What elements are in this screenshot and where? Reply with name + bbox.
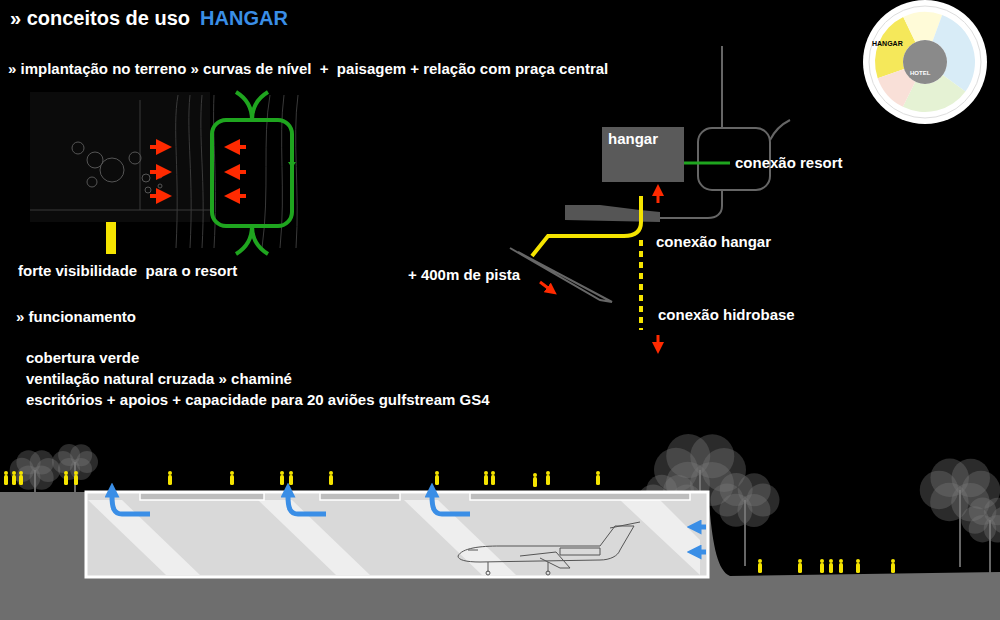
connection-label: conexão hangar [656,233,771,250]
feature-item: cobertura verde [26,349,139,366]
person-body [289,475,293,485]
person-head [820,559,824,563]
tree-crown [30,450,54,474]
tree-crown [70,444,92,466]
person-head [4,471,8,475]
person-head [64,471,68,475]
person-head [491,471,495,475]
site-plan [30,92,298,254]
person-head [435,471,439,475]
building-box: hangar [602,127,684,182]
person-head [289,471,293,475]
sector-label: HOTEL [910,70,930,77]
title-highlight: HANGAR [200,7,288,30]
person-body [829,563,833,573]
person-head [546,471,550,475]
person-body [12,475,16,485]
person-body [64,475,68,485]
program-circle [863,0,987,124]
circle-ground [863,0,987,124]
person-body [4,475,8,485]
tree-crown [738,473,771,506]
access-scheme [510,46,790,348]
person-body [329,475,333,485]
person-body [435,475,439,485]
tree-crown [690,434,734,478]
title: » conceitos de uso [10,7,190,30]
person-head [856,559,860,563]
person-head [798,559,802,563]
node-text: hangar [602,127,684,150]
person-head [168,471,172,475]
person-head [533,473,537,477]
person-body [491,475,495,485]
person-head [596,471,600,475]
person-body [856,563,860,573]
person-head [280,471,284,475]
person-body [820,563,824,573]
tree-crown [984,498,1000,526]
person-head [839,559,843,563]
person-body [839,563,843,573]
runway-label: + 400m de pista [408,266,520,283]
person-body [798,563,802,573]
connection-label: conexão resort [735,154,843,171]
annotation: forte visibilidade para o resort [18,262,237,279]
connection-label: conexão hidrobase [658,306,795,323]
hotel-core [903,40,947,84]
feature-item: ventilação natural cruzada » chaminé [26,370,292,387]
person-body [596,475,600,485]
person-body [758,563,762,573]
person-head [329,471,333,475]
circle-ring [869,6,981,118]
person-body [19,475,23,485]
sector-label: HANGAR [872,40,903,48]
building-section [0,434,1000,620]
person-head [758,559,762,563]
person-body [546,475,550,485]
person-head [230,471,234,475]
tree-crown [952,459,991,498]
person-body [280,475,284,485]
section-heading: » funcionamento [16,308,136,325]
person-body [74,475,78,485]
person-body [533,477,537,487]
person-body [168,475,172,485]
person-body [230,475,234,485]
person-head [19,471,23,475]
person-head [829,559,833,563]
person-head [12,471,16,475]
feature-item: escritórios + apoios + capacidade para 2… [26,391,490,408]
person-body [484,475,488,485]
subtitle: » implantação no terreno » curvas de nív… [8,60,608,77]
person-head [74,471,78,475]
person-head [891,559,895,563]
person-body [891,563,895,573]
person-head [484,471,488,475]
